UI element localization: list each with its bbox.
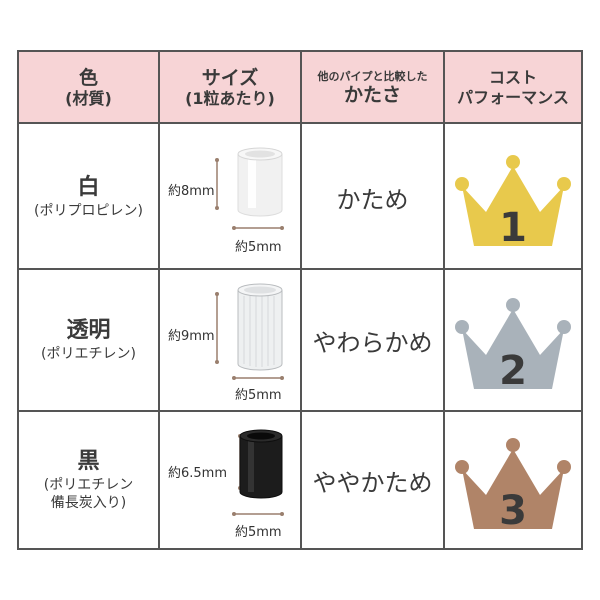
- column-divider: [300, 52, 302, 548]
- row-clear-cost: 2: [445, 270, 581, 410]
- row-clear-material: 透明 (ポリエチレン): [19, 270, 158, 410]
- header-color-title: 色: [78, 67, 98, 89]
- rank-number: 1: [499, 205, 527, 251]
- header-color-subtitle: (材質): [65, 89, 112, 108]
- comparison-table: 色 (材質) サイズ (1粒あたり) 他のパイプと比較した かたさ コスト パフ…: [17, 50, 583, 550]
- crown-icon: 2: [455, 298, 571, 394]
- header-size: サイズ (1粒あたり): [160, 52, 300, 124]
- header-hardness-title: かたさ: [343, 84, 401, 106]
- row-divider: [19, 410, 581, 412]
- rank-number: 3: [499, 488, 527, 534]
- header-color: 色 (材質): [19, 52, 158, 124]
- row-white-cost: 1: [445, 126, 581, 268]
- rank-number: 2: [499, 348, 527, 394]
- material-type: (ポリプロピレン): [34, 203, 143, 219]
- row-black-material: 黒 (ポリエチレン 備長炭入り): [19, 412, 158, 548]
- material-name: 透明: [66, 318, 111, 343]
- column-divider: [158, 52, 160, 548]
- height-label: 約6.5mm: [168, 466, 228, 481]
- column-divider: [443, 52, 445, 548]
- header-hardness-note: 他のパイプと比較した: [317, 70, 428, 83]
- row-black-hardness: ややかため: [302, 412, 443, 548]
- height-label: 約8mm: [168, 184, 215, 199]
- material-type: (ポリエチレン): [41, 346, 136, 362]
- row-black-cost: 3: [445, 412, 581, 548]
- width-label: 約5mm: [235, 240, 282, 255]
- width-label: 約5mm: [235, 388, 282, 403]
- white-pipe-illustration: [215, 147, 284, 230]
- hardness-value: やわらかめ: [312, 328, 433, 357]
- hardness-value: かため: [336, 185, 409, 214]
- header-hardness: 他のパイプと比較した かたさ: [302, 52, 443, 124]
- header-cost: コスト パフォーマンス: [445, 52, 581, 124]
- material-type-line1: (ポリエチレン: [43, 477, 134, 493]
- header-size-title: サイズ: [201, 67, 259, 89]
- header-cost-subtitle: パフォーマンス: [457, 88, 569, 107]
- header-size-subtitle: (1粒あたり): [185, 89, 275, 108]
- black-pipe-illustration: [232, 429, 284, 516]
- width-label: 約5mm: [235, 525, 282, 540]
- height-label: 約9mm: [168, 329, 215, 344]
- row-divider: [19, 268, 581, 270]
- row-white-material: 白 (ポリプロピレン): [19, 126, 158, 268]
- material-name: 白: [77, 175, 100, 200]
- row-white-hardness: かため: [302, 126, 443, 268]
- crown-icon: 3: [455, 438, 571, 534]
- material-type-line2: 備長炭入り): [50, 495, 127, 511]
- row-clear-hardness: やわらかめ: [302, 270, 443, 410]
- material-name: 黒: [77, 449, 100, 474]
- clear-pipe-illustration: [215, 283, 284, 380]
- crown-icon: 1: [455, 155, 571, 251]
- header-cost-title: コスト: [488, 68, 537, 87]
- hardness-value: ややかため: [312, 468, 433, 497]
